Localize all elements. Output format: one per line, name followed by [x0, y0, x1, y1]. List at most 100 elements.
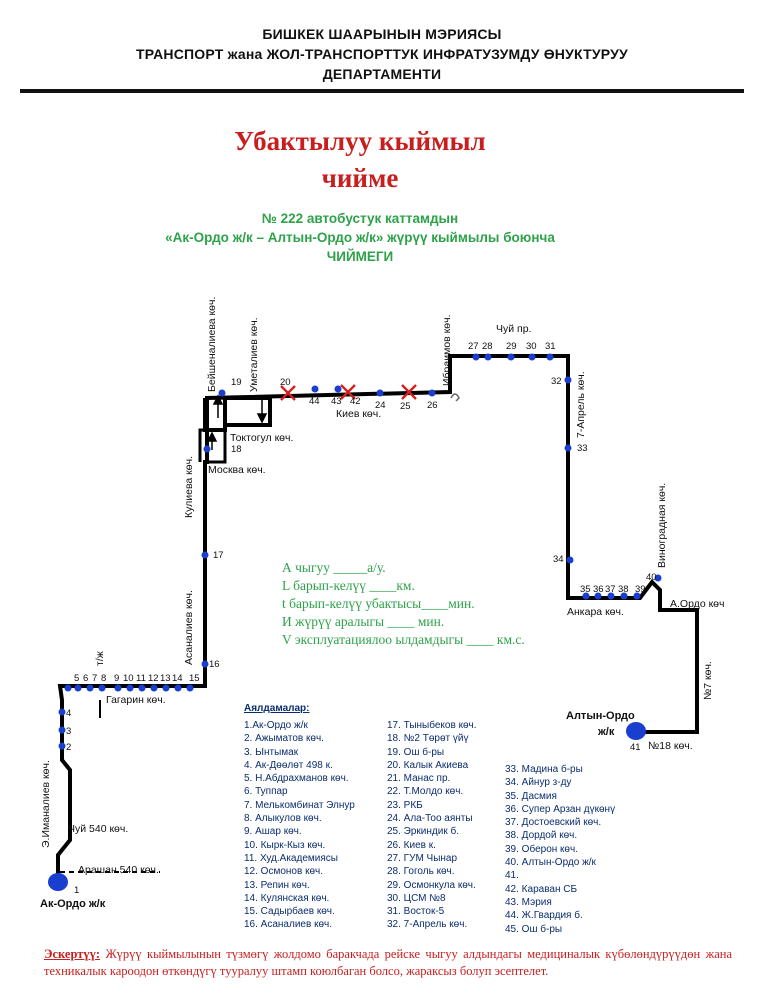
map-stop-num: 3: [66, 726, 72, 737]
map-stop-num: 33: [577, 443, 588, 454]
legend-item: 22. Т.Молдо көч.: [387, 786, 464, 798]
legend-item: 20. Калык Акиева: [387, 759, 469, 771]
header-divider: [20, 89, 744, 93]
map-stop-num: 28: [482, 341, 493, 352]
legend-item: 5. Н.Абдрахманов көч.: [244, 773, 349, 785]
stop-dots: [58, 353, 662, 750]
subtitle-line-3: ЧИЙМЕГИ: [326, 249, 394, 264]
map-stop-num: 7: [92, 673, 98, 684]
legend-item: 2. Ажыматов көч.: [244, 733, 324, 745]
map-stop-num: 12: [148, 673, 159, 684]
map-stop-num: 24: [375, 400, 386, 411]
map-stop-num: 44: [309, 396, 320, 407]
legend-column-1: 1.Ак-Ордо ж/к 2. Ажыматов көч. 3. Ынтыма…: [244, 719, 355, 932]
street-label-gagarin: Гагарин көч.: [106, 694, 166, 706]
map-stop-num: 15: [189, 673, 200, 684]
street-label-railway: т/ж: [94, 651, 106, 666]
legend-item: 21. Манас пр.: [387, 773, 451, 785]
terminal-altyn-ordo-suffix: ж/к: [598, 726, 615, 738]
footnote: Эскертүү: Жүрүү кыймылынын түзмөгү жолдо…: [44, 946, 732, 980]
legend-item: 44. Ж.Гвардия б.: [505, 910, 583, 922]
map-stop-num: 32: [551, 376, 562, 387]
map-stop-num: 16: [209, 659, 220, 670]
legend-item: 25. Эркиндик б.: [387, 826, 459, 838]
map-stop-num: 35: [580, 584, 591, 595]
u-turn-icon: [450, 393, 460, 402]
street-label-n18: №18 көч.: [648, 740, 693, 752]
legend-item: 4. Ак-Дөөлөт 498 к.: [244, 759, 333, 771]
header-line-3: ДЕПАРТАМЕНТИ: [322, 66, 442, 82]
map-stop-num: 36: [593, 584, 604, 595]
legend-column-2: 17. Тыныбеков көч. 18. №2 Төрөт үйү 19. …: [387, 719, 477, 932]
legend-item: 11. Худ.Академиясы: [244, 852, 338, 864]
street-label-umetalieva: Уметалиев көч.: [248, 317, 260, 392]
legend-item: 15. Садырбаев көч.: [244, 906, 335, 918]
legend-title: Аялдамалар:: [244, 703, 310, 714]
map-stop-num: 13: [160, 673, 171, 684]
closed-stop-marks: [280, 384, 417, 401]
street-label-ibraimova: Ибраимов көч.: [441, 314, 453, 386]
map-stop-num: 25: [400, 401, 411, 412]
map-stop-num: 4: [66, 708, 72, 719]
legend-item: 9. Ашар көч.: [244, 826, 302, 838]
map-stop-num: 6: [83, 673, 89, 684]
legend-item: 10. Кырк-Кыз көч.: [244, 839, 326, 851]
map-stop-num: 29: [506, 341, 517, 352]
street-label-arashan: Арашан 540 көч.: [78, 864, 159, 876]
legend-item: 26. Киев к.: [387, 839, 436, 851]
map-stop-num: 41: [630, 742, 641, 753]
map-stop-num: 1: [74, 885, 80, 896]
footnote-text: Жүрүү кыймылынын түзмөгү жолдомо баракча…: [44, 947, 732, 978]
map-stop-num: 40: [646, 572, 657, 583]
legend-item: 34. Айнур з-ду: [505, 777, 572, 789]
formula-line-5: V эксплуатациялоо ылдамдыгы ____ км.с.: [282, 632, 525, 647]
street-label-7-aprel: 7-Апрель көч.: [575, 371, 587, 438]
legend-item: 32. 7-Апрель көч.: [387, 919, 468, 931]
map-stop-num: 2: [66, 742, 72, 753]
map-stop-num: 8: [101, 673, 107, 684]
legend-item: 19. Ош б-ры: [387, 746, 445, 758]
terminal-altyn-ordo: Алтын-Ордо: [566, 710, 635, 722]
map-stop-num: 39: [635, 584, 646, 595]
legend-item: 8. Алыкулов көч.: [244, 813, 322, 825]
header-line-1: БИШКЕК ШААРЫНЫН МЭРИЯСЫ: [262, 26, 502, 42]
map-stop-num: 9: [114, 673, 120, 684]
legend-item: 28. Гоголь көч.: [387, 866, 455, 878]
map-stop-num: 20: [280, 377, 291, 388]
legend-item: 27. ГУМ Чынар: [387, 852, 458, 864]
street-label-vinogradnaya: Виноградная көч.: [656, 482, 668, 568]
header-line-2: ТРАНСПОРТ жана ЖОЛ-ТРАНСПОРТТУК ИНФРАТУЗ…: [136, 46, 628, 62]
legend-item: 1.Ак-Ордо ж/к: [244, 720, 308, 731]
legend-item: 39. Оберон көч.: [505, 843, 578, 855]
formula-line-4: И жүрүү аралыгы ____ мин.: [282, 614, 445, 629]
formula-line-3: t барып-келүү убактысы____мин.: [282, 596, 475, 611]
street-label-asanalieva: Асаналиев көч.: [183, 590, 195, 665]
street-label-ankara: Анкара көч.: [567, 606, 624, 618]
map-stop-num: 38: [618, 584, 629, 595]
street-label-toktogul: Токтогул көч.: [230, 432, 294, 444]
legend-item: 23. РКБ: [387, 799, 423, 811]
map-stop-num: 26: [427, 400, 438, 411]
street-label-imanaliev: Э.Иманалиев көч.: [40, 760, 52, 848]
subtitle-line-1: № 222 автобустук каттамдын: [261, 211, 459, 226]
legend-item: 13. Репин көч.: [244, 879, 310, 891]
formula-line-2: L барып-келүү ____км.: [282, 578, 415, 593]
legend-item: 42. Караван СБ: [505, 883, 578, 895]
legend-item: 29. Осмонкула көч.: [387, 879, 476, 891]
ak-ordo-terminal-marker: [48, 873, 68, 891]
legend-item: 7. Мелькомбинат Элнур: [244, 799, 355, 811]
street-label-kulieva: Кулиева көч.: [183, 455, 195, 518]
legend-item: 36. Супер Арзан дүкөнү: [505, 803, 616, 815]
map-stop-num: 31: [545, 341, 556, 352]
street-label-chuy: Чуй пр.: [496, 323, 532, 335]
legend-item: 6. Туппар: [244, 786, 288, 798]
footnote-label: Эскертүү:: [44, 947, 101, 961]
map-stop-num: 18: [231, 444, 242, 455]
legend-item: 37. Достоевский көч.: [505, 817, 602, 829]
route-line: [56, 354, 699, 880]
legend-item: 18. №2 Төрөт үйү: [387, 733, 469, 745]
legend-item: 41.: [505, 870, 519, 882]
legend-item: 16. Асаналиев көч.: [244, 919, 332, 931]
legend-item: 45. Ош б-ры: [505, 923, 563, 935]
